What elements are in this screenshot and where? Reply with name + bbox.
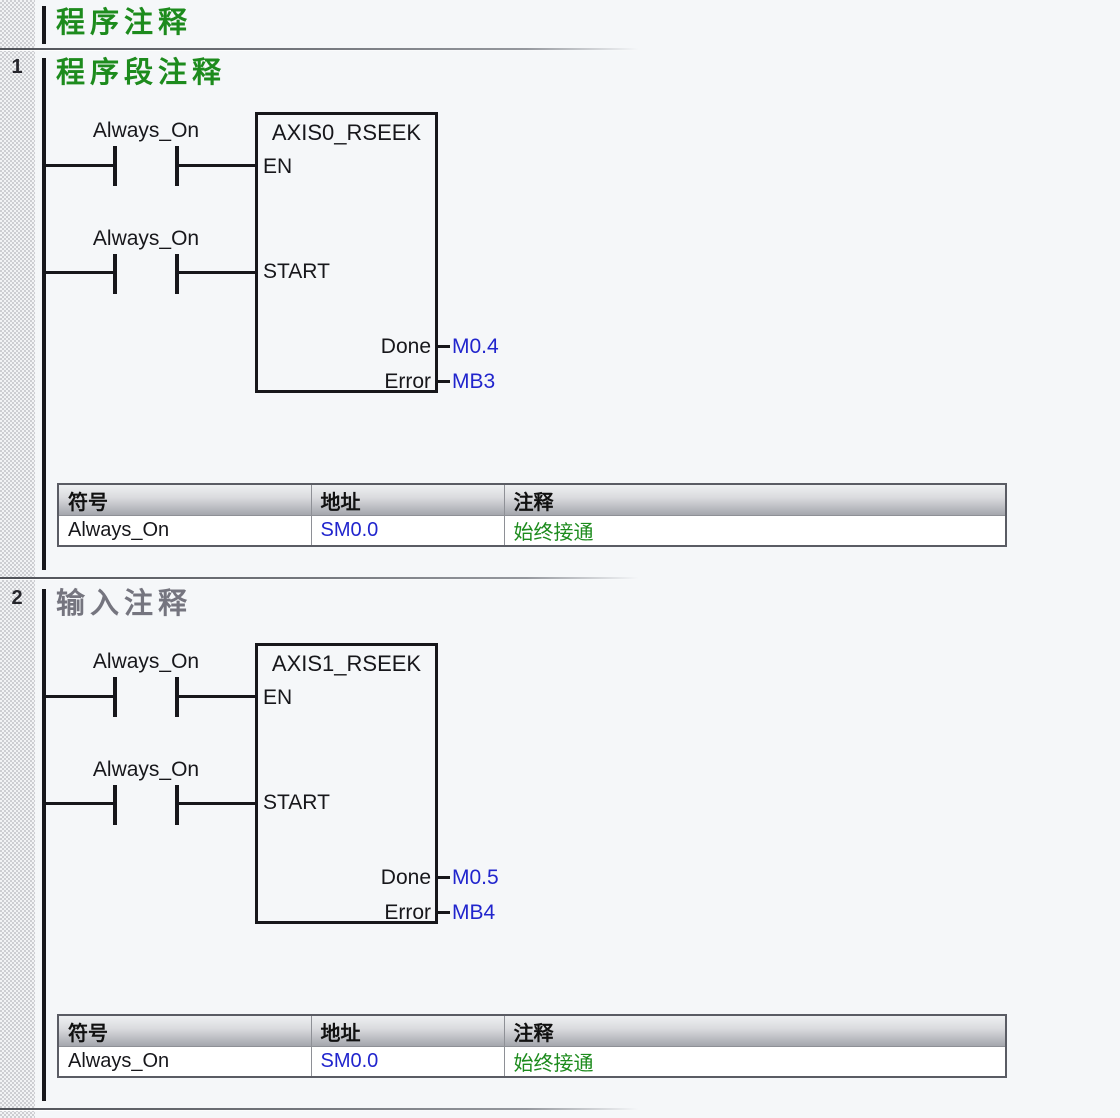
input-pin-en: EN: [263, 155, 293, 178]
symbol-cell: Always_On: [57, 515, 312, 547]
function-block[interactable]: AXIS0_RSEEK EN START Done Error: [255, 112, 438, 393]
network-1: 1 程序段注释 Always_On Always_On AXIS0_RSEEK …: [0, 52, 1120, 577]
output-pin-done: Done: [380, 866, 431, 889]
contact-bar: [113, 146, 117, 186]
program-comment[interactable]: 程序注释: [56, 7, 193, 39]
output-operand[interactable]: M0.5: [452, 866, 499, 889]
comment-col-header: 注释: [503, 483, 1007, 516]
normally-open-contact[interactable]: Always_On: [88, 118, 204, 186]
wire: [44, 802, 115, 805]
contact-bar: [175, 254, 179, 294]
input-pin-start: START: [263, 260, 330, 283]
symbol-col-header: 符号: [57, 483, 312, 516]
wire: [177, 271, 258, 274]
table-row: Always_On SM0.0 始终接通: [57, 1046, 1007, 1078]
contact-bar: [175, 677, 179, 717]
output-wire: [438, 876, 450, 879]
address-col-header: 地址: [310, 1014, 505, 1047]
output-pin-done: Done: [380, 335, 431, 358]
network-2: 2 输入注释 Always_On Always_On AXIS1_RSEEK E…: [0, 583, 1120, 1108]
contact-bar: [113, 785, 117, 825]
output-wire: [438, 911, 450, 914]
function-block-title: AXIS1_RSEEK: [271, 651, 422, 676]
output-wire: [438, 380, 450, 383]
symbol-info-table: 符号 地址 注释 Always_On SM0.0 始终接通: [57, 483, 1007, 547]
contact-bar: [113, 677, 117, 717]
output-operand[interactable]: MB4: [452, 901, 496, 924]
contact-symbol-name: Always_On: [92, 119, 200, 142]
output-operand[interactable]: M0.4: [452, 335, 499, 358]
output-wire: [438, 345, 450, 348]
comment-cell: 始终接通: [503, 1046, 1007, 1078]
contact-bar: [113, 254, 117, 294]
network-comment[interactable]: 程序段注释: [56, 57, 227, 89]
power-rail: [42, 58, 46, 570]
network-gutter: [0, 0, 35, 1118]
normally-open-contact[interactable]: Always_On: [88, 226, 204, 294]
function-block[interactable]: AXIS1_RSEEK EN START Done Error: [255, 643, 438, 924]
input-pin-en: EN: [263, 686, 293, 709]
comment-col-header: 注释: [503, 1014, 1007, 1047]
network-comment[interactable]: 输入注释: [56, 588, 193, 620]
network-number[interactable]: 1: [11, 56, 23, 78]
wire: [44, 164, 115, 167]
address-col-header: 地址: [310, 483, 505, 516]
normally-open-contact[interactable]: Always_On: [88, 757, 204, 825]
symbol-info-table: 符号 地址 注释 Always_On SM0.0 始终接通: [57, 1014, 1007, 1078]
comment-cell: 始终接通: [503, 515, 1007, 547]
wire: [177, 695, 258, 698]
contact-symbol-name: Always_On: [92, 758, 200, 781]
symbol-cell: Always_On: [57, 1046, 312, 1078]
input-pin-start: START: [263, 791, 330, 814]
network-separator: [0, 48, 1120, 51]
table-row: Always_On SM0.0 始终接通: [57, 515, 1007, 547]
contact-bar: [175, 785, 179, 825]
wire: [177, 164, 258, 167]
network-separator: [0, 1108, 1120, 1111]
network-separator: [0, 577, 1120, 580]
wire: [44, 271, 115, 274]
contact-bar: [175, 146, 179, 186]
function-block-title: AXIS0_RSEEK: [271, 120, 422, 145]
address-cell: SM0.0: [310, 515, 505, 547]
output-operand[interactable]: MB3: [452, 370, 496, 393]
comment-marker-bar: [42, 6, 46, 44]
wire: [44, 695, 115, 698]
contact-symbol-name: Always_On: [92, 650, 200, 673]
wire: [177, 802, 258, 805]
contact-symbol-name: Always_On: [92, 227, 200, 250]
symbol-col-header: 符号: [57, 1014, 312, 1047]
output-pin-error: Error: [384, 901, 431, 924]
power-rail: [42, 589, 46, 1101]
network-number[interactable]: 2: [11, 587, 23, 609]
output-pin-error: Error: [384, 370, 431, 393]
normally-open-contact[interactable]: Always_On: [88, 649, 204, 717]
address-cell: SM0.0: [310, 1046, 505, 1078]
